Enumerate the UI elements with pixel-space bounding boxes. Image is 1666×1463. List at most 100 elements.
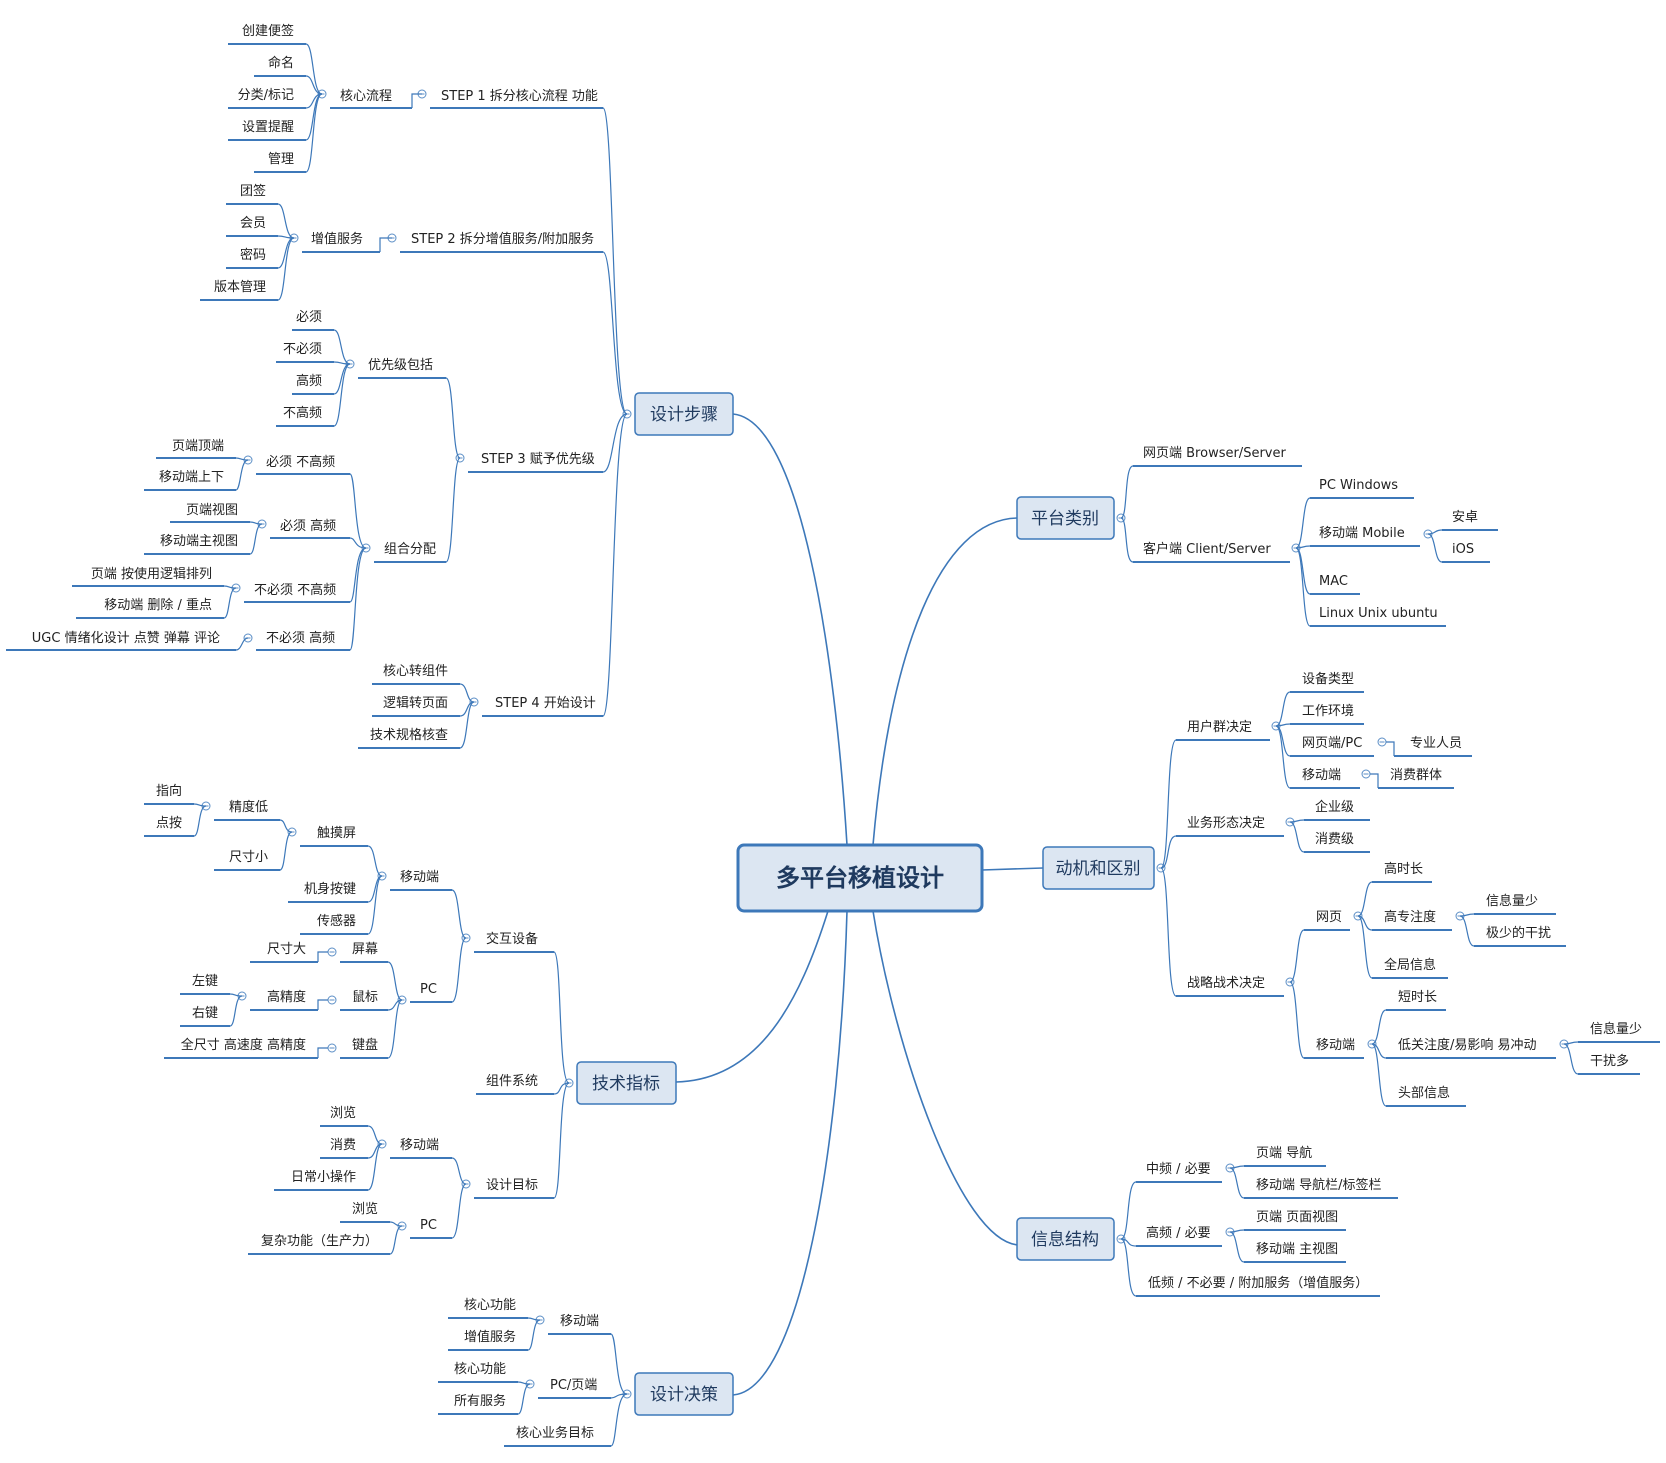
list-item[interactable]: 信息量少 xyxy=(1578,1021,1660,1043)
user-group-node[interactable]: 用户群决定 xyxy=(1176,719,1281,741)
goals-mobile[interactable]: 移动端 xyxy=(377,1138,452,1159)
list-item[interactable]: iOS xyxy=(1442,542,1490,563)
value-added-node[interactable]: 增值服务 xyxy=(289,231,380,253)
combo-group[interactable]: 必须 不高频 xyxy=(243,454,350,475)
combo-group[interactable]: 不必须 高频 xyxy=(243,630,350,651)
list-item[interactable]: 安卓 xyxy=(1442,510,1498,531)
list-item[interactable]: 必须 xyxy=(292,310,334,331)
list-item[interactable]: 尺寸小 xyxy=(214,850,280,871)
strategy-node[interactable]: 战略战术决定 xyxy=(1176,975,1295,997)
list-item[interactable]: 创建便签 xyxy=(228,23,306,45)
list-item[interactable]: 信息量少 xyxy=(1474,893,1556,915)
list-item[interactable]: 不高频 xyxy=(276,405,334,427)
list-item[interactable]: 全尺寸 高速度 高精度 xyxy=(164,1037,318,1059)
list-item[interactable]: 增值服务 xyxy=(448,1329,528,1351)
list-item[interactable]: 设置提醒 xyxy=(228,119,306,141)
list-item[interactable]: 高频 xyxy=(292,373,334,395)
goals-pc[interactable]: PC xyxy=(397,1218,452,1239)
list-item[interactable]: 不必须 xyxy=(276,342,334,363)
list-item[interactable]: 企业级 xyxy=(1304,799,1370,821)
list-item[interactable]: 所有服务 xyxy=(438,1393,518,1415)
list-item[interactable]: 命名 xyxy=(254,55,306,77)
strategy-web[interactable]: 网页 xyxy=(1304,910,1363,931)
list-item[interactable]: 消费 xyxy=(320,1138,368,1159)
decision-goal[interactable]: 核心业务目标 xyxy=(504,1425,611,1447)
list-item[interactable]: 点按 xyxy=(144,816,194,837)
decision-mobile[interactable]: 移动端 xyxy=(535,1314,611,1335)
business-node[interactable]: 业务形态决定 xyxy=(1176,815,1295,837)
strategy-mobile[interactable]: 移动端 xyxy=(1304,1038,1377,1059)
list-item[interactable]: 日常小操作 xyxy=(274,1169,368,1191)
list-item[interactable]: 高专注度 xyxy=(1372,909,1465,931)
mobile-platform[interactable]: 移动端 Mobile xyxy=(1310,526,1433,547)
step2-node[interactable]: STEP 2 拆分增值服务/附加服务 xyxy=(387,231,603,253)
list-item[interactable]: 移动端主视图 xyxy=(144,534,250,555)
list-item[interactable]: 网页端/PC xyxy=(1290,736,1387,757)
list-item[interactable]: 机身按键 xyxy=(288,881,368,903)
mouse-node[interactable]: 鼠标 xyxy=(327,990,388,1011)
list-item[interactable]: 消费群体 xyxy=(1378,768,1454,789)
list-item[interactable]: 头部信息 xyxy=(1386,1085,1466,1107)
combo-node[interactable]: 组合分配 xyxy=(361,542,446,563)
web-platform[interactable]: 网页端 Browser/Server xyxy=(1133,446,1302,467)
core-flow-node[interactable]: 核心流程 xyxy=(317,89,412,109)
step1-node[interactable]: STEP 1 拆分核心流程 功能 xyxy=(417,89,603,109)
list-item[interactable]: 管理 xyxy=(254,152,306,173)
list-item[interactable]: 高时长 xyxy=(1372,861,1432,883)
list-item[interactable]: 核心转组件 xyxy=(372,664,460,685)
interaction-node[interactable]: 交互设备 xyxy=(461,931,554,953)
list-item[interactable]: 技术规格核查 xyxy=(358,727,460,749)
list-item[interactable]: 页端 导航 xyxy=(1244,1145,1326,1167)
list-item[interactable]: 消费级 xyxy=(1304,832,1370,853)
combo-group[interactable]: 不必须 不高频 xyxy=(231,582,350,603)
list-item[interactable]: 页端顶端 xyxy=(156,439,236,459)
list-item[interactable]: 页端 页面视图 xyxy=(1244,1210,1346,1231)
high-freq-node[interactable]: 高频 / 必要 xyxy=(1136,1225,1235,1247)
combo-group[interactable]: 必须 高频 xyxy=(257,518,350,539)
list-item[interactable]: 右键 xyxy=(180,1006,230,1027)
low-precision-node[interactable]: 精度低 xyxy=(201,799,280,821)
list-item[interactable]: 传感器 xyxy=(300,913,368,935)
low-freq-node[interactable]: 低频 / 不必要 / 附加服务（增值服务） xyxy=(1136,1275,1380,1297)
list-item[interactable]: 尺寸大 xyxy=(250,942,318,963)
hub-tech-metrics[interactable]: 技术指标 xyxy=(564,1061,677,1105)
interaction-mobile[interactable]: 移动端 xyxy=(377,870,452,891)
linux-platform[interactable]: Linux Unix ubuntu xyxy=(1310,606,1446,627)
hub-design-steps[interactable]: 设计步骤 xyxy=(622,392,734,436)
list-item[interactable]: 团签 xyxy=(226,183,278,205)
pc-windows[interactable]: PC Windows xyxy=(1310,478,1414,499)
list-item[interactable]: 会员 xyxy=(226,216,278,237)
list-item[interactable]: 移动端 导航栏/标签栏 xyxy=(1244,1177,1398,1199)
mac-platform[interactable]: MAC xyxy=(1310,574,1360,595)
list-item[interactable]: 核心功能 xyxy=(448,1298,528,1319)
list-item[interactable]: 版本管理 xyxy=(200,280,278,301)
component-node[interactable]: 组件系统 xyxy=(476,1074,554,1095)
list-item[interactable]: 复杂功能（生产力） xyxy=(248,1234,390,1255)
list-item[interactable]: 移动端 主视图 xyxy=(1244,1242,1346,1263)
list-item[interactable]: 逻辑转页面 xyxy=(372,696,460,717)
list-item[interactable]: 极少的干扰 xyxy=(1474,925,1566,947)
list-item[interactable]: 左键 xyxy=(180,974,230,995)
list-item[interactable]: 分类/标记 xyxy=(228,88,306,109)
hub-platform-types[interactable]: 平台类别 xyxy=(1016,496,1126,540)
hub-motive[interactable]: 动机和区别 xyxy=(1042,846,1166,890)
hub-info-structure[interactable]: 信息结构 xyxy=(1016,1217,1126,1261)
list-item[interactable]: 核心功能 xyxy=(438,1362,518,1383)
step4-node[interactable]: STEP 4 开始设计 xyxy=(469,696,603,717)
goals-node[interactable]: 设计目标 xyxy=(461,1178,554,1199)
list-item[interactable]: 短时长 xyxy=(1386,990,1446,1011)
list-item[interactable]: 低关注度/易影响 易冲动 xyxy=(1386,1037,1569,1059)
keyboard-node[interactable]: 键盘 xyxy=(327,1037,388,1059)
list-item[interactable]: 浏览 xyxy=(320,1105,368,1127)
hub-design-decision[interactable]: 设计决策 xyxy=(622,1372,734,1416)
list-item[interactable]: 干扰多 xyxy=(1578,1053,1640,1075)
client-platform[interactable]: 客户端 Client/Server xyxy=(1133,541,1301,563)
list-item[interactable]: 移动端上下 xyxy=(144,470,236,491)
touch-node[interactable]: 触摸屏 xyxy=(287,826,368,847)
list-item[interactable]: 设备类型 xyxy=(1290,671,1364,693)
list-item[interactable]: 工作环境 xyxy=(1290,704,1364,725)
decision-pc-web[interactable]: PC/页端 xyxy=(525,1378,611,1399)
list-item[interactable]: UGC 情绪化设计 点赞 弹幕 评论 xyxy=(6,631,236,651)
high-precision-node[interactable]: 高精度 xyxy=(237,989,318,1011)
mid-freq-node[interactable]: 中频 / 必要 xyxy=(1136,1162,1235,1183)
